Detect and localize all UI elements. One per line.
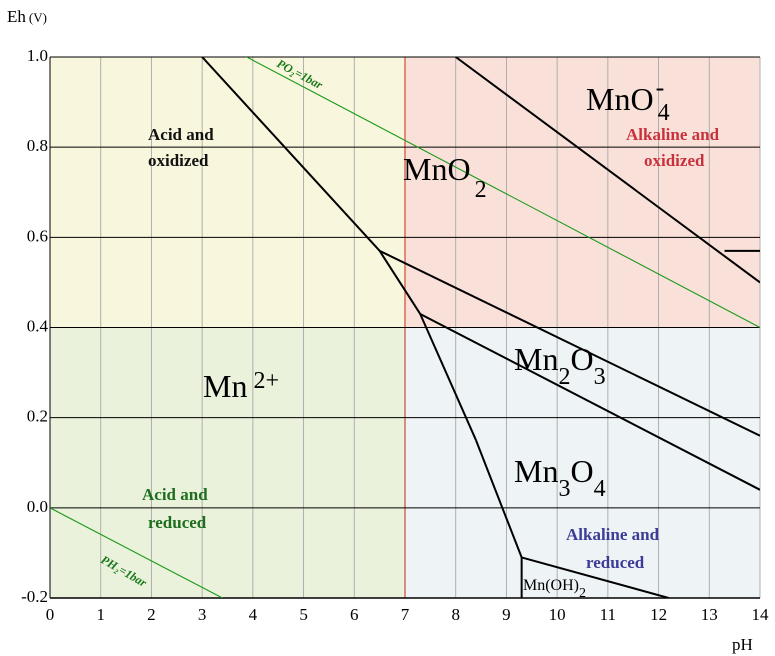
label-alkaline-oxidized-line1: Alkaline and [626, 125, 720, 144]
x-tick-label: 1 [96, 605, 105, 624]
label-alkaline-reduced-line1: Alkaline and [566, 525, 660, 544]
label-alkaline-reduced: Alkaline and reduced [566, 525, 660, 572]
x-tick-label: 8 [451, 605, 460, 624]
label-acid-oxidized: Acid and oxidized [148, 125, 214, 170]
x-tick-label: 11 [600, 605, 616, 624]
quadrant-2 [50, 327, 405, 598]
x-tick-label: 2 [147, 605, 156, 624]
quadrant-3 [405, 327, 760, 598]
label-alkaline-reduced-line2: reduced [586, 553, 645, 572]
y-tick-label: 0.6 [27, 226, 48, 245]
x-tick-label: 12 [650, 605, 667, 624]
gas-line-0 [245, 57, 760, 328]
y-tick-label: 0.4 [27, 317, 49, 336]
species-mn3o4: Mn3O4 [514, 453, 606, 502]
label-acid-oxidized-line1: Acid and [148, 125, 214, 144]
label-alkaline-oxidized: Alkaline and oxidized [626, 125, 720, 170]
x-tick-label: 10 [549, 605, 566, 624]
x-tick-label: 9 [502, 605, 511, 624]
y-tick-label: 1.0 [27, 46, 48, 65]
species-mn2o3: Mn2O3 [514, 341, 606, 390]
boundary-2 [475, 439, 523, 558]
x-tick-label: 5 [299, 605, 308, 624]
boundary-4 [455, 57, 760, 284]
x-tick-label: 0 [46, 605, 55, 624]
label-acid-reduced-line2: reduced [148, 513, 207, 532]
x-tick-label: 7 [401, 605, 410, 624]
x-tick-label: 14 [752, 605, 770, 624]
species-mno2: MnO2 [403, 151, 487, 203]
y-tick-label: 0.8 [27, 136, 48, 155]
x-tick-label: 6 [350, 605, 359, 624]
quadrant-1 [405, 57, 760, 328]
label-acid-reduced: Acid and reduced [142, 485, 208, 532]
y-tick-label: 0.2 [27, 407, 48, 426]
quadrant-0 [50, 57, 405, 328]
x-tick-label: 13 [701, 605, 718, 624]
boundary-7 [521, 556, 669, 598]
x-axis-title: pH [732, 635, 753, 654]
label-alkaline-oxidized-line2: oxidized [644, 151, 705, 170]
x-tick-label: 4 [249, 605, 258, 624]
y-tick-label: -0.2 [21, 587, 48, 606]
label-acid-oxidized-line2: oxidized [148, 151, 209, 170]
boundary-5 [379, 249, 760, 437]
species-mnoh2: Mn(OH)2 [523, 577, 586, 601]
label-acid-reduced-line1: Acid and [142, 485, 208, 504]
boundary-6 [419, 313, 760, 491]
gas-line-1 [50, 507, 223, 598]
y-axis-title: Eh(V) [7, 7, 47, 26]
y-tick-label: 0.0 [27, 497, 48, 516]
boundary-1 [419, 313, 477, 441]
x-tick-label: 3 [198, 605, 207, 624]
